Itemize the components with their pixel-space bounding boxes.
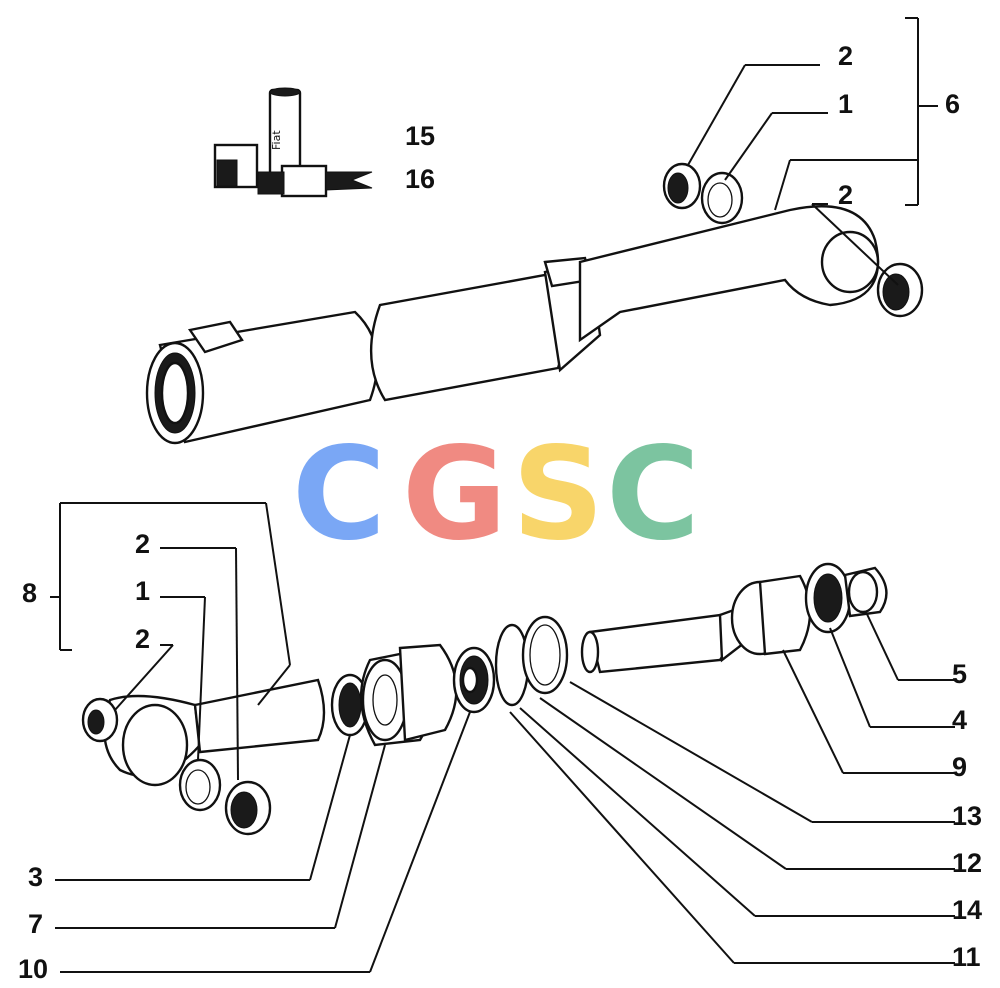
watermark-letter-s: S <box>512 420 604 569</box>
callout-3: 3 <box>28 862 43 892</box>
piston-rod-assembly <box>81 562 888 836</box>
cylinder-barrel <box>145 205 880 445</box>
callout-numbers: 15 16 2 1 6 2 2 1 8 2 5 4 9 13 12 14 11 … <box>18 41 982 984</box>
watermark-letter-c1: C <box>292 420 386 569</box>
callout-2-left-b: 2 <box>135 624 150 654</box>
callout-2-top-b: 2 <box>838 180 853 210</box>
callout-7: 7 <box>28 909 43 939</box>
callout-14: 14 <box>952 895 982 925</box>
callout-6: 6 <box>945 89 960 119</box>
callout-12: 12 <box>952 848 982 878</box>
callout-11: 11 <box>952 942 981 972</box>
leader-lines <box>50 17 955 973</box>
callout-1-top: 1 <box>838 89 853 119</box>
bushing-set-top <box>662 162 924 318</box>
sealant-kit-illustration: Fiat <box>213 87 373 198</box>
callout-1-left: 1 <box>135 576 150 606</box>
callout-16: 16 <box>405 164 435 194</box>
watermark-letter-g: G <box>402 420 507 569</box>
cgsc-watermark: C G S C <box>292 420 700 569</box>
callout-9: 9 <box>952 752 967 782</box>
tube-print-text: Fiat <box>270 130 283 150</box>
callout-13: 13 <box>952 801 982 831</box>
callout-8: 8 <box>22 578 37 608</box>
callout-15: 15 <box>405 121 435 151</box>
watermark-letter-c2: C <box>606 420 700 569</box>
callout-5: 5 <box>952 659 967 689</box>
callout-2-left-a: 2 <box>135 529 150 559</box>
callout-2-top-a: 2 <box>838 41 853 71</box>
callout-4: 4 <box>952 705 967 735</box>
callout-10: 10 <box>18 954 48 984</box>
